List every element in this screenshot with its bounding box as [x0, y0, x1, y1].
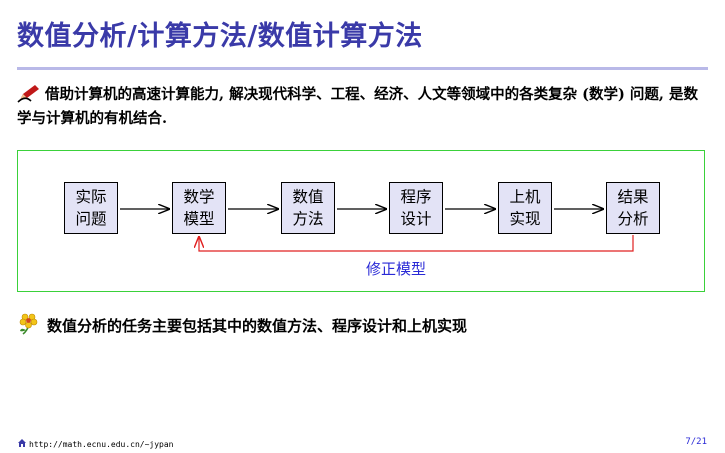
flow-box-result-analysis: 结果 分析 — [606, 182, 660, 234]
flow-box-line: 数值 — [292, 188, 324, 206]
intro-text: 借助计算机的高速计算能力, 解决现代科学、工程、经济、人文等领域中的各类复杂 (… — [17, 86, 699, 127]
pencil-icon — [17, 85, 39, 103]
flow-box-line: 数学 — [183, 188, 215, 206]
flow-box-line: 实现 — [509, 210, 541, 228]
title-rule — [17, 67, 708, 70]
footer-url-text[interactable]: http://math.ecnu.edu.cn/~jypan — [29, 440, 174, 449]
footer-link[interactable]: http://math.ecnu.edu.cn/~jypan — [17, 438, 174, 449]
flow-box-line: 方法 — [292, 210, 324, 228]
flow-box-line: 模型 — [183, 210, 215, 228]
flow-box-line: 结果 — [617, 188, 649, 206]
task-line: 数值分析的任务主要包括其中的数值方法、程序设计和上机实现 — [17, 312, 467, 336]
intro-paragraph: 借助计算机的高速计算能力, 解决现代科学、工程、经济、人文等领域中的各类复杂 (… — [17, 83, 710, 131]
flow-box-implementation: 上机 实现 — [498, 182, 552, 234]
page-number: 7/21 — [685, 437, 707, 447]
home-icon — [18, 439, 26, 447]
flow-frame — [17, 150, 705, 292]
flow-box-line: 问题 — [75, 210, 107, 228]
flow-box-program-design: 程序 设计 — [389, 182, 443, 234]
feedback-label: 修正模型 — [366, 260, 427, 278]
flow-box-line: 程序 — [400, 188, 432, 206]
flow-box-line: 实际 — [75, 188, 107, 206]
flower-icon — [19, 313, 38, 335]
flow-box-line: 设计 — [400, 210, 432, 228]
flow-box-line: 分析 — [617, 210, 649, 228]
slide-title: 数值分析/计算方法/数值计算方法 — [17, 21, 423, 52]
flow-box-numerical-method: 数值 方法 — [281, 182, 335, 234]
flow-box-math-model: 数学 模型 — [172, 182, 226, 234]
feedback-arrow — [199, 235, 634, 252]
task-text: 数值分析的任务主要包括其中的数值方法、程序设计和上机实现 — [47, 317, 468, 335]
flow-box-real-problem: 实际 问题 — [64, 182, 118, 234]
flow-box-line: 上机 — [509, 188, 541, 206]
